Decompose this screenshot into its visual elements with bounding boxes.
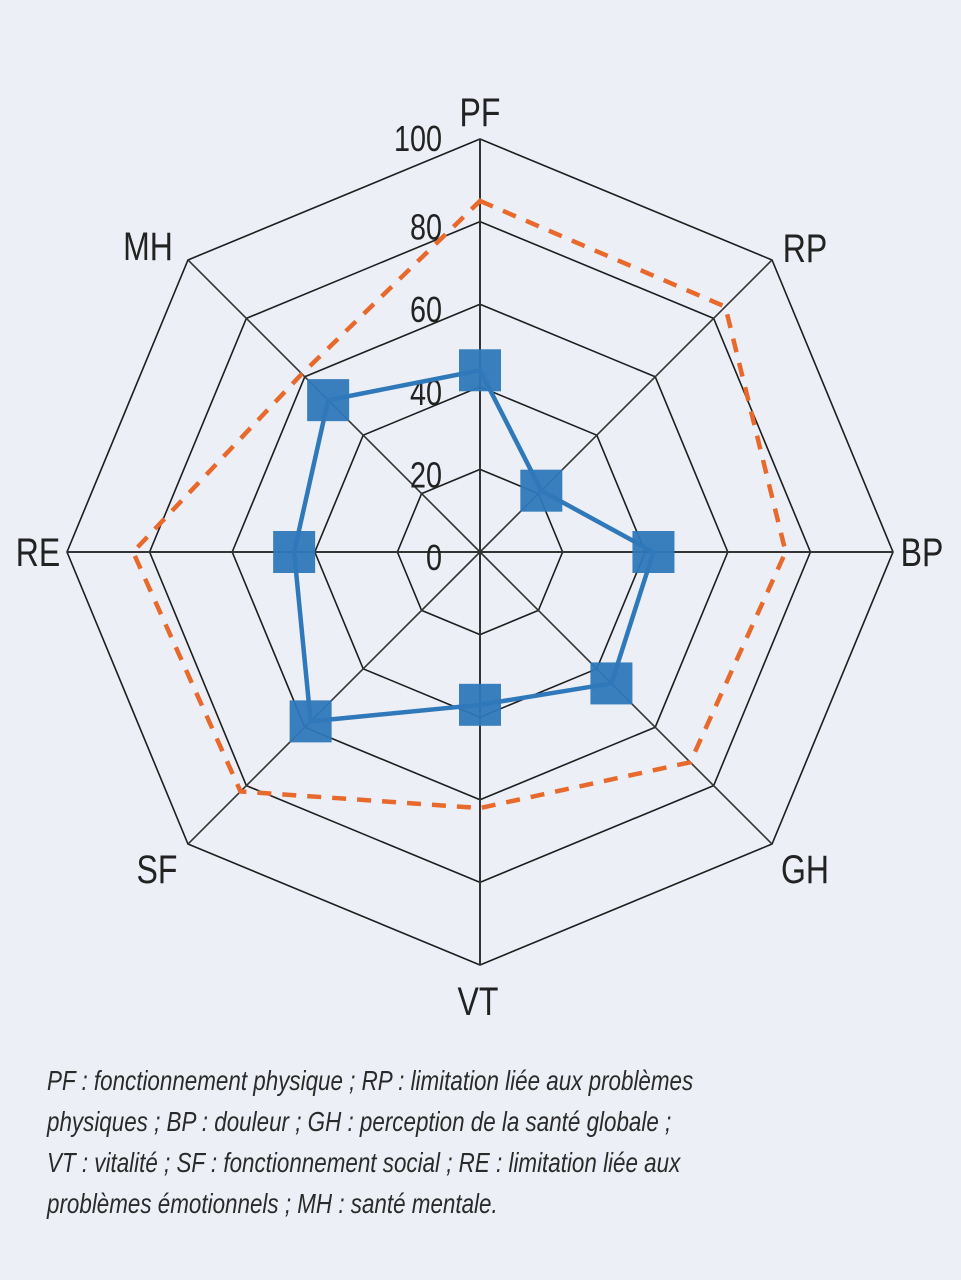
data-point-rp: [520, 469, 563, 512]
data-point-bp: [632, 531, 675, 573]
tick-label: 0: [426, 537, 442, 578]
axis-label-sf: SF: [137, 847, 178, 892]
data-point-pf: [459, 349, 501, 392]
series-line-reference: [130, 198, 788, 811]
axis-label-vt: VT: [458, 979, 499, 1024]
caption-line: PF : fonctionnement physique ; RP : limi…: [47, 1065, 694, 1096]
data-point-vt: [459, 683, 501, 726]
axis-label-rp: RP: [783, 226, 827, 271]
caption-line: physiques ; BP : douleur ; GH : percepti…: [47, 1106, 672, 1137]
axis-label-bp: BP: [901, 530, 944, 575]
axis-label-mh: MH: [123, 224, 173, 269]
caption-line: problèmes émotionnels ; MH : santé menta…: [47, 1188, 498, 1219]
tick-label: 20: [410, 454, 442, 495]
data-point-mh: [307, 379, 350, 422]
data-point-gh: [590, 662, 633, 705]
axis-label-gh: GH: [781, 847, 829, 892]
axis-label-pf: PF: [460, 90, 501, 135]
chart-caption: PF : fonctionnement physique ; RP : limi…: [47, 1060, 927, 1224]
caption-line: VT : vitalité ; SF : fonctionnement soci…: [47, 1147, 681, 1178]
data-point-re: [273, 531, 316, 573]
tick-label: 100: [394, 118, 442, 159]
tick-label: 60: [410, 289, 442, 330]
axis-label-re: RE: [16, 530, 60, 575]
data-point-sf: [289, 700, 332, 743]
axis-spoke-sf: [187, 551, 481, 845]
